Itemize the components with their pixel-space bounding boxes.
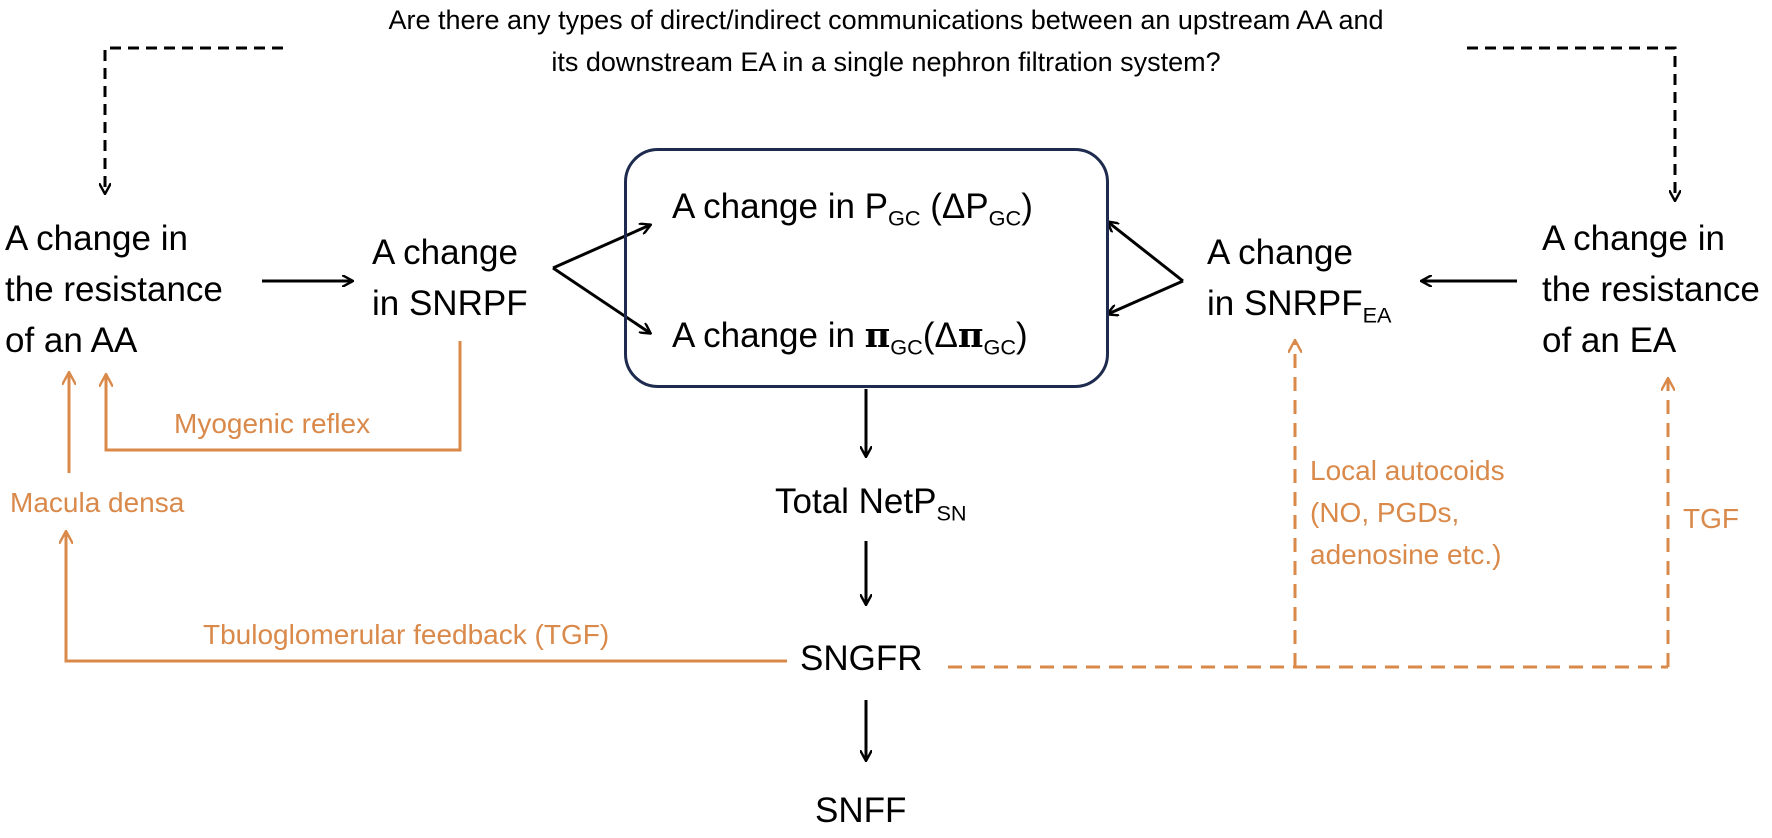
snrpf-to-pgc-arrow (552, 225, 650, 270)
aa-resistance-line-2: the resistance (5, 270, 223, 309)
macula-densa-label: Macula densa (10, 487, 185, 518)
total-netp-label: Total NetPSN (775, 482, 967, 526)
snrpf-ea-line-1: A change (1207, 233, 1353, 272)
glomerular-pressure-box (624, 148, 1109, 388)
tgf-short-label: TGF (1683, 503, 1739, 534)
autocoids-label-line-3: adenosine etc.) (1310, 539, 1502, 570)
myogenic-reflex-label: Myogenic reflex (174, 408, 371, 439)
snrpf-to-pigc-arrow (552, 266, 650, 333)
autocoids-label-line-1: Local autocoids (1310, 455, 1505, 486)
question-line-2: its downstream EA in a single nephron fi… (551, 47, 1221, 77)
question-to-ea-dashed-arrow (1467, 46, 1675, 200)
tgf-feedback-label: Tbuloglomerular feedback (TGF) (203, 619, 610, 650)
sngfr-label: SNGFR (800, 639, 923, 678)
snrpf-line-1: A change (372, 233, 518, 272)
aa-resistance-line-1: A change in (5, 219, 188, 258)
aa-resistance-line-3: of an AA (5, 321, 138, 360)
snrpf-ea-to-pgc-arrow (1108, 222, 1184, 283)
snrpf-line-2: in SNRPF (372, 284, 528, 323)
snrpf-ea-line-2: in SNRPFEA (1207, 284, 1392, 328)
pgc-change-label: A change in PGC (ΔPGC) (672, 187, 1033, 231)
snrpf-ea-to-pigc-arrow (1108, 279, 1184, 314)
snff-label: SNFF (815, 791, 907, 830)
pigc-change-label: A change in πGC(ΔπGC) (672, 315, 1028, 360)
ea-resistance-line-3: of an EA (1542, 321, 1677, 360)
question-line-1: Are there any types of direct/indirect c… (388, 5, 1384, 35)
autocoids-label-line-2: (NO, PGDs, (1310, 497, 1460, 528)
myogenic-reflex-arrow (106, 341, 462, 452)
tgf-feedback-arrow (66, 532, 787, 663)
ea-resistance-line-2: the resistance (1542, 270, 1760, 309)
ea-resistance-line-1: A change in (1542, 219, 1725, 258)
question-to-aa-dashed-arrow (105, 46, 283, 193)
